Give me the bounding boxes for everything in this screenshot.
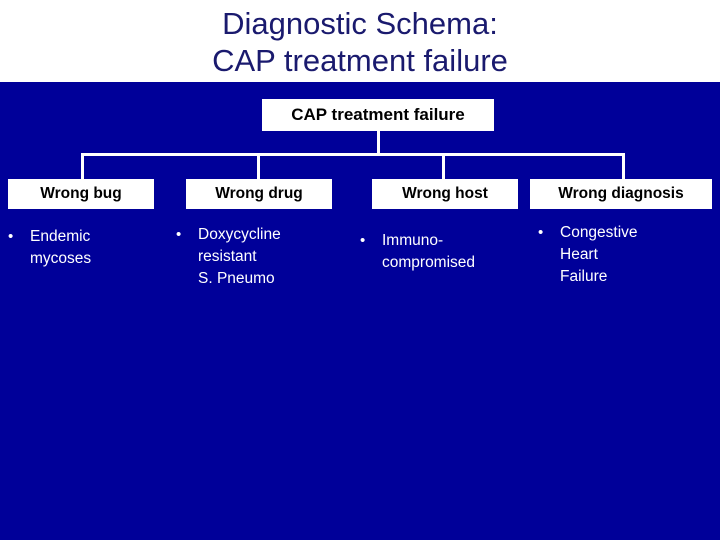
connector-drop-wrong-host [442,153,445,179]
bullet-label: Doxycycline resistant S. Pneumo [198,226,281,287]
connector-drop-wrong-bug [81,153,84,179]
bullet-icon: • [360,232,366,249]
connector-drop-wrong-drug [257,153,260,179]
connector-horizontal-bus [81,153,625,156]
title-band: Diagnostic Schema: CAP treatment failure [0,0,720,82]
bullet-label: Immuno- compromised [382,232,476,271]
diagram-node-wrong-host: Wrong host [372,179,518,209]
bullet-column-wrong-bug: • Endemic mycoses [8,226,173,270]
diagram-node-root: CAP treatment failure [262,99,494,131]
page-title: Diagnostic Schema: CAP treatment failure [212,6,508,78]
bullet-column-wrong-host: • Immuno- compromised [360,230,530,274]
list-item: • Doxycycline resistant S. Pneumo [176,224,356,290]
bullet-icon: • [8,228,14,245]
diagram-node-wrong-bug: Wrong bug [8,179,154,209]
list-item: • Immuno- compromised [360,230,530,274]
bullet-icon: • [538,224,544,241]
bullet-column-wrong-diagnosis: • Congestive Heart Failure [538,222,713,288]
list-item: • Congestive Heart Failure [538,222,713,288]
diagram-node-wrong-diagnosis: Wrong diagnosis [530,179,712,209]
connector-drop-wrong-diagnosis [622,153,625,179]
connector-root-stem [377,131,380,156]
bullet-icon: • [176,226,182,243]
bullet-label: Congestive Heart Failure [560,224,638,285]
list-item: • Endemic mycoses [8,226,173,270]
diagram-node-wrong-drug: Wrong drug [186,179,332,209]
bullet-column-wrong-drug: • Doxycycline resistant S. Pneumo [176,224,356,290]
bullet-label: Endemic mycoses [30,228,92,267]
